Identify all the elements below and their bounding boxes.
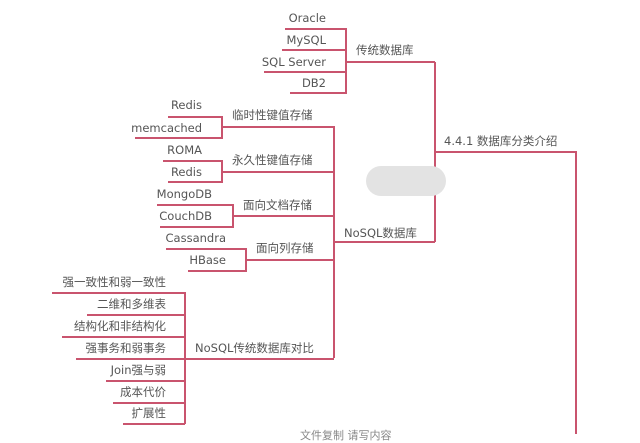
leaf-structured: 结构化和非结构化	[74, 319, 166, 333]
root-node: 4.4.1 数据库分类介绍	[444, 134, 558, 148]
leaf-memcached-line	[135, 137, 223, 139]
leaf-oracle: Oracle	[288, 11, 326, 25]
leaf-mongodb: MongoDB	[156, 187, 212, 201]
leaf-consistency: 强一致性和弱一致性	[62, 275, 167, 289]
leaf-transactions: 强事务和弱事务	[85, 341, 167, 355]
branch-traditional-db: 传统数据库	[356, 43, 414, 57]
branch-nosql-db: NoSQL数据库	[344, 226, 417, 240]
leaf-scalability-line	[123, 423, 185, 425]
leaf-redis-2: Redis	[170, 165, 202, 179]
sub-temp-kv: 临时性键值存储	[232, 108, 313, 122]
leaf-sqlserver: SQL Server	[261, 55, 326, 69]
branch-traditional-line	[346, 61, 435, 63]
leaf-cost-line	[113, 402, 185, 404]
sub-perm-kv: 永久性键值存储	[232, 153, 313, 167]
leaf-db2-line	[290, 92, 347, 94]
leaf-db2: DB2	[301, 76, 326, 90]
leaf-mysql: MySQL	[286, 33, 327, 47]
leaf-redis-1: Redis	[170, 98, 202, 112]
leaf-join: Join强与弱	[110, 363, 166, 377]
sub-column: 面向列存储	[256, 241, 314, 255]
leaf-oracle-line	[285, 28, 347, 30]
leaf-table-dims-line	[87, 314, 185, 316]
leaf-hbase: HBase	[189, 253, 226, 267]
leaf-memcached: memcached	[131, 121, 202, 135]
sub-perm-kv-line	[222, 171, 334, 173]
root-spine	[434, 62, 436, 242]
leaf-couchdb: CouchDB	[159, 209, 212, 223]
branch-comparison-line	[185, 358, 334, 360]
leaf-couchdb-line	[160, 226, 234, 228]
leaf-transactions-line	[76, 358, 185, 360]
root-underline	[434, 151, 576, 153]
leaf-table-dims: 二维和多维表	[97, 297, 166, 311]
root-right-line	[575, 151, 577, 434]
leaf-structured-line	[62, 336, 185, 338]
sub-document: 面向文档存储	[243, 198, 312, 212]
leaf-hbase-line	[188, 270, 247, 272]
leaf-roma-line	[163, 160, 223, 162]
branch-nosql-line	[334, 241, 435, 243]
nosql-spine	[333, 126, 335, 358]
leaf-redis-2-line	[168, 181, 223, 183]
leaf-mongodb-line	[157, 204, 234, 206]
sub-column-spine	[245, 248, 247, 270]
redaction-blob	[366, 166, 446, 196]
leaf-cassandra-line	[166, 248, 247, 250]
leaf-roma: ROMA	[167, 143, 202, 157]
sub-column-line	[246, 259, 334, 261]
sub-document-spine	[232, 204, 234, 226]
leaf-scalability: 扩展性	[131, 406, 167, 420]
leaf-mysql-line	[282, 49, 347, 51]
sub-temp-kv-line	[222, 126, 334, 128]
leaf-consistency-line	[52, 292, 185, 294]
leaf-join-line	[106, 380, 185, 382]
sub-perm-kv-spine	[221, 160, 223, 182]
leaf-cassandra: Cassandra	[165, 231, 226, 245]
caption-text: 文件复制 请写内容	[300, 429, 392, 442]
sub-temp-kv-spine	[221, 116, 223, 138]
leaf-sqlserver-line	[264, 71, 347, 73]
traditional-spine	[345, 28, 347, 92]
branch-comparison: NoSQL传统数据库对比	[195, 341, 314, 355]
leaf-cost: 成本代价	[120, 385, 166, 399]
leaf-redis-1-line	[168, 116, 223, 118]
sub-document-line	[233, 215, 334, 217]
